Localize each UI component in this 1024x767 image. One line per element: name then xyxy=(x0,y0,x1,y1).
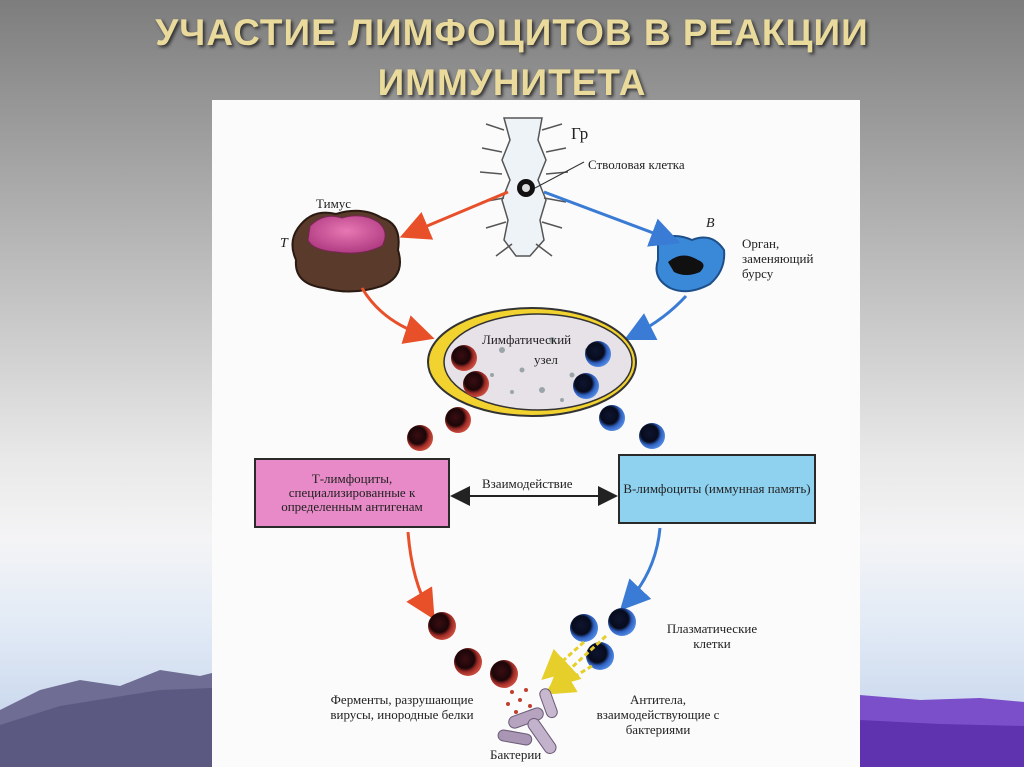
arrow-bursa-to-node xyxy=(623,294,688,341)
label-enzymes: Ферменты, разрушающие вирусы, инородные … xyxy=(330,692,474,722)
label-bursa-organ: Орган, заменяющий бурсу xyxy=(742,236,814,281)
bacteria-illustration xyxy=(497,688,558,754)
label-bacteria: Бактерии xyxy=(490,747,542,762)
arrow-thymus-to-node xyxy=(360,287,435,344)
label-gr: Гр xyxy=(571,124,589,143)
label-plasma-cells: Плазматические клетки xyxy=(666,621,758,651)
arrow-marrow-to-bursa xyxy=(543,190,681,247)
label-thymus: Тимус xyxy=(316,196,352,211)
label-lymph-node-line2: узел xyxy=(534,352,558,367)
label-antibodies: Антитела, взаимодействующие с бактериями xyxy=(596,692,720,737)
effector-t-cells xyxy=(428,612,518,688)
t-lymphocytes-box: Т-лимфоциты, специализированные к опреде… xyxy=(254,458,450,528)
plasma-cells xyxy=(570,608,636,670)
label-stem-cell: Стволовая клетка xyxy=(588,157,685,172)
bone-marrow-illustration xyxy=(479,117,585,257)
enzyme-dots xyxy=(506,688,532,714)
label-B: В xyxy=(706,216,715,231)
thymus-illustration xyxy=(291,209,401,293)
diagram-panel: Гр Стволовая клетка Тимус Т В Орган, зам… xyxy=(212,100,860,767)
lymphocytes-below-node xyxy=(407,405,665,451)
bursa-organ-illustration xyxy=(655,235,726,293)
slide-title: УЧАСТИЕ ЛИМФОЦИТОВ В РЕАКЦИИ ИММУНИТЕТА xyxy=(155,12,869,103)
arrow-tbox-down xyxy=(406,531,435,620)
arrow-marrow-to-thymus xyxy=(399,190,509,240)
antibody-arrows xyxy=(541,634,608,695)
b-lymphocytes-box: В-лимфоциты (иммунная память) xyxy=(618,454,816,524)
label-interaction: Взаимодействие xyxy=(482,476,573,491)
diagram-graphics xyxy=(291,117,726,754)
mountains-decoration xyxy=(0,670,1024,767)
lymph-node-illustration xyxy=(427,307,637,417)
arrow-bbox-down xyxy=(619,527,662,611)
label-lymph-node-line1: Лимфатический xyxy=(482,332,572,347)
label-T: Т xyxy=(280,236,288,251)
